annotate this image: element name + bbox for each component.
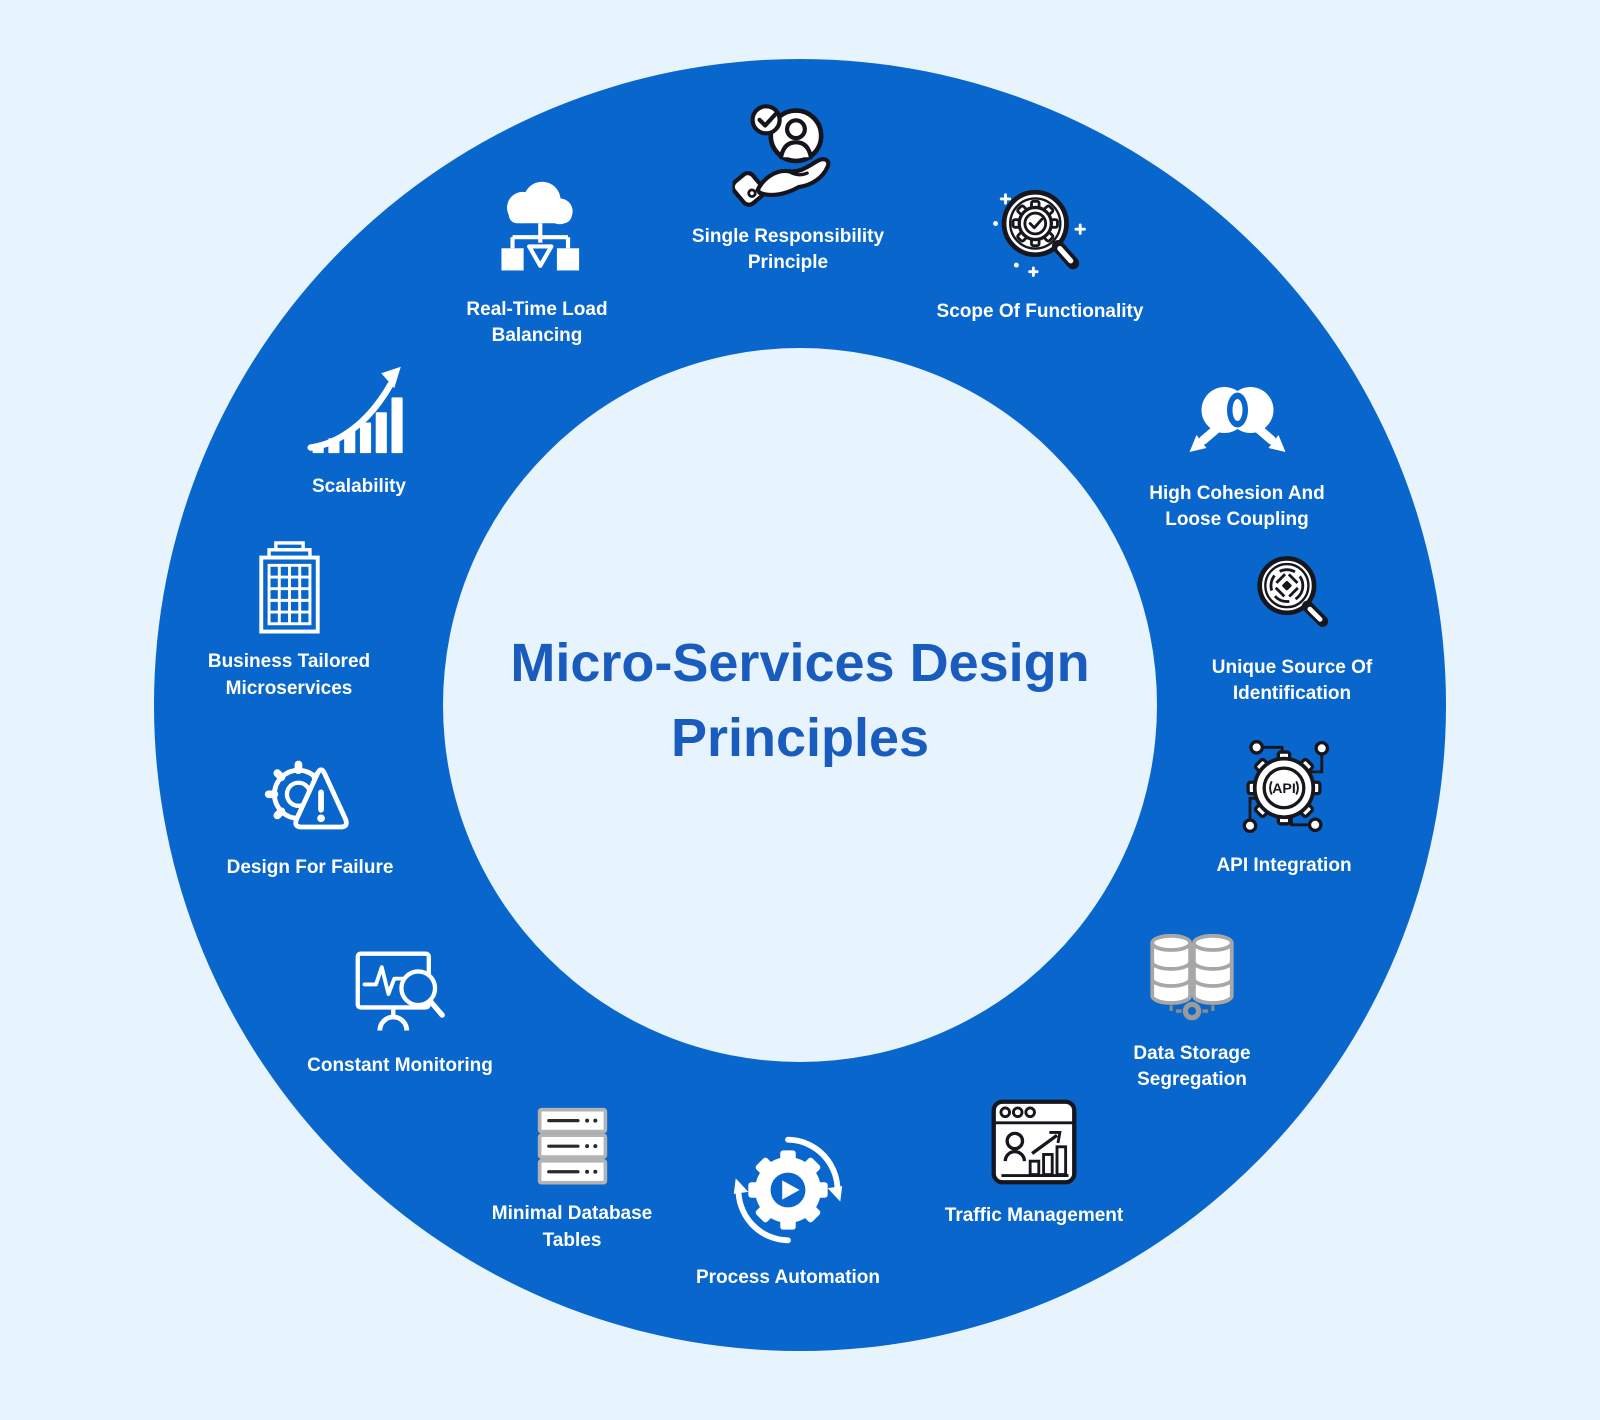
principle-item-business-tailored: Business Tailored Microservices: [192, 541, 387, 702]
principle-label: Traffic Management: [944, 1205, 1124, 1226]
principle-label: Design For Failure: [226, 857, 394, 879]
principle-label: Real-Time Load Balancing: [466, 298, 608, 346]
principle-item-minimal-database-tables: Minimal Database Tables: [480, 1106, 665, 1254]
office-building-icon: [252, 541, 326, 639]
magnifier-maze-icon: [1247, 550, 1337, 645]
principle-label: High Cohesion And Loose Coupling: [1149, 483, 1325, 531]
principle-label: Scope Of Functionality: [936, 301, 1144, 322]
principle-label: Minimal Database Tables: [491, 1203, 653, 1251]
principle-label: Constant Monitoring: [307, 1055, 493, 1077]
principle-item-traffic-management: Traffic Management: [904, 1096, 1164, 1229]
principle-item-api-integration: API API Integration: [1179, 736, 1389, 879]
principle-item-unique-source: Unique Source Of Identification: [1200, 550, 1385, 707]
gear-warning-triangle-icon: [260, 752, 360, 845]
ring-inner-circle: [443, 348, 1157, 1062]
principle-label: Single Responsibility Principle: [691, 225, 885, 273]
hand-person-check-icon: [730, 104, 844, 214]
svg-text:API: API: [1272, 781, 1296, 797]
principle-item-high-cohesion: High Cohesion And Loose Coupling: [1140, 380, 1335, 533]
gear-play-cycle-icon: [728, 1130, 848, 1255]
principle-item-process-automation: Process Automation: [658, 1130, 918, 1291]
principle-label: Scalability: [312, 475, 406, 497]
growth-bars-arrow-icon: [307, 364, 411, 464]
diagram-title: Micro-Services Design Principles: [510, 633, 1090, 768]
principle-item-scope-of-functionality: Scope Of Functionality: [890, 180, 1190, 325]
principle-item-single-responsibility: Single Responsibility Principle: [671, 104, 906, 276]
principle-item-constant-monitoring: Constant Monitoring: [260, 946, 540, 1079]
magnifier-gear-check-icon: [988, 180, 1092, 289]
browser-user-chart-icon: [988, 1096, 1080, 1193]
principle-item-design-for-failure: Design For Failure: [180, 752, 440, 882]
api-gear-circuit-icon: API: [1233, 736, 1335, 843]
principle-item-scalability: Scalability: [259, 364, 459, 500]
principle-label: Business Tailored Microservices: [207, 651, 371, 699]
cloud-network-icon: [488, 178, 586, 287]
principle-item-data-storage: Data Storage Segregation: [1122, 924, 1262, 1094]
principle-label: Unique Source Of Identification: [1211, 657, 1373, 705]
principle-item-load-balancing: Real-Time Load Balancing: [455, 178, 620, 349]
server-rack-icon: [530, 1106, 614, 1191]
principle-label: API Integration: [1216, 855, 1352, 876]
monitor-pulse-magnifier-icon: [352, 946, 448, 1043]
overlapping-circles-arrows-icon: [1181, 380, 1293, 471]
database-cylinders-icon: [1139, 924, 1245, 1031]
principle-label: Data Storage Segregation: [1133, 1043, 1251, 1091]
principle-label: Process Automation: [695, 1267, 881, 1288]
